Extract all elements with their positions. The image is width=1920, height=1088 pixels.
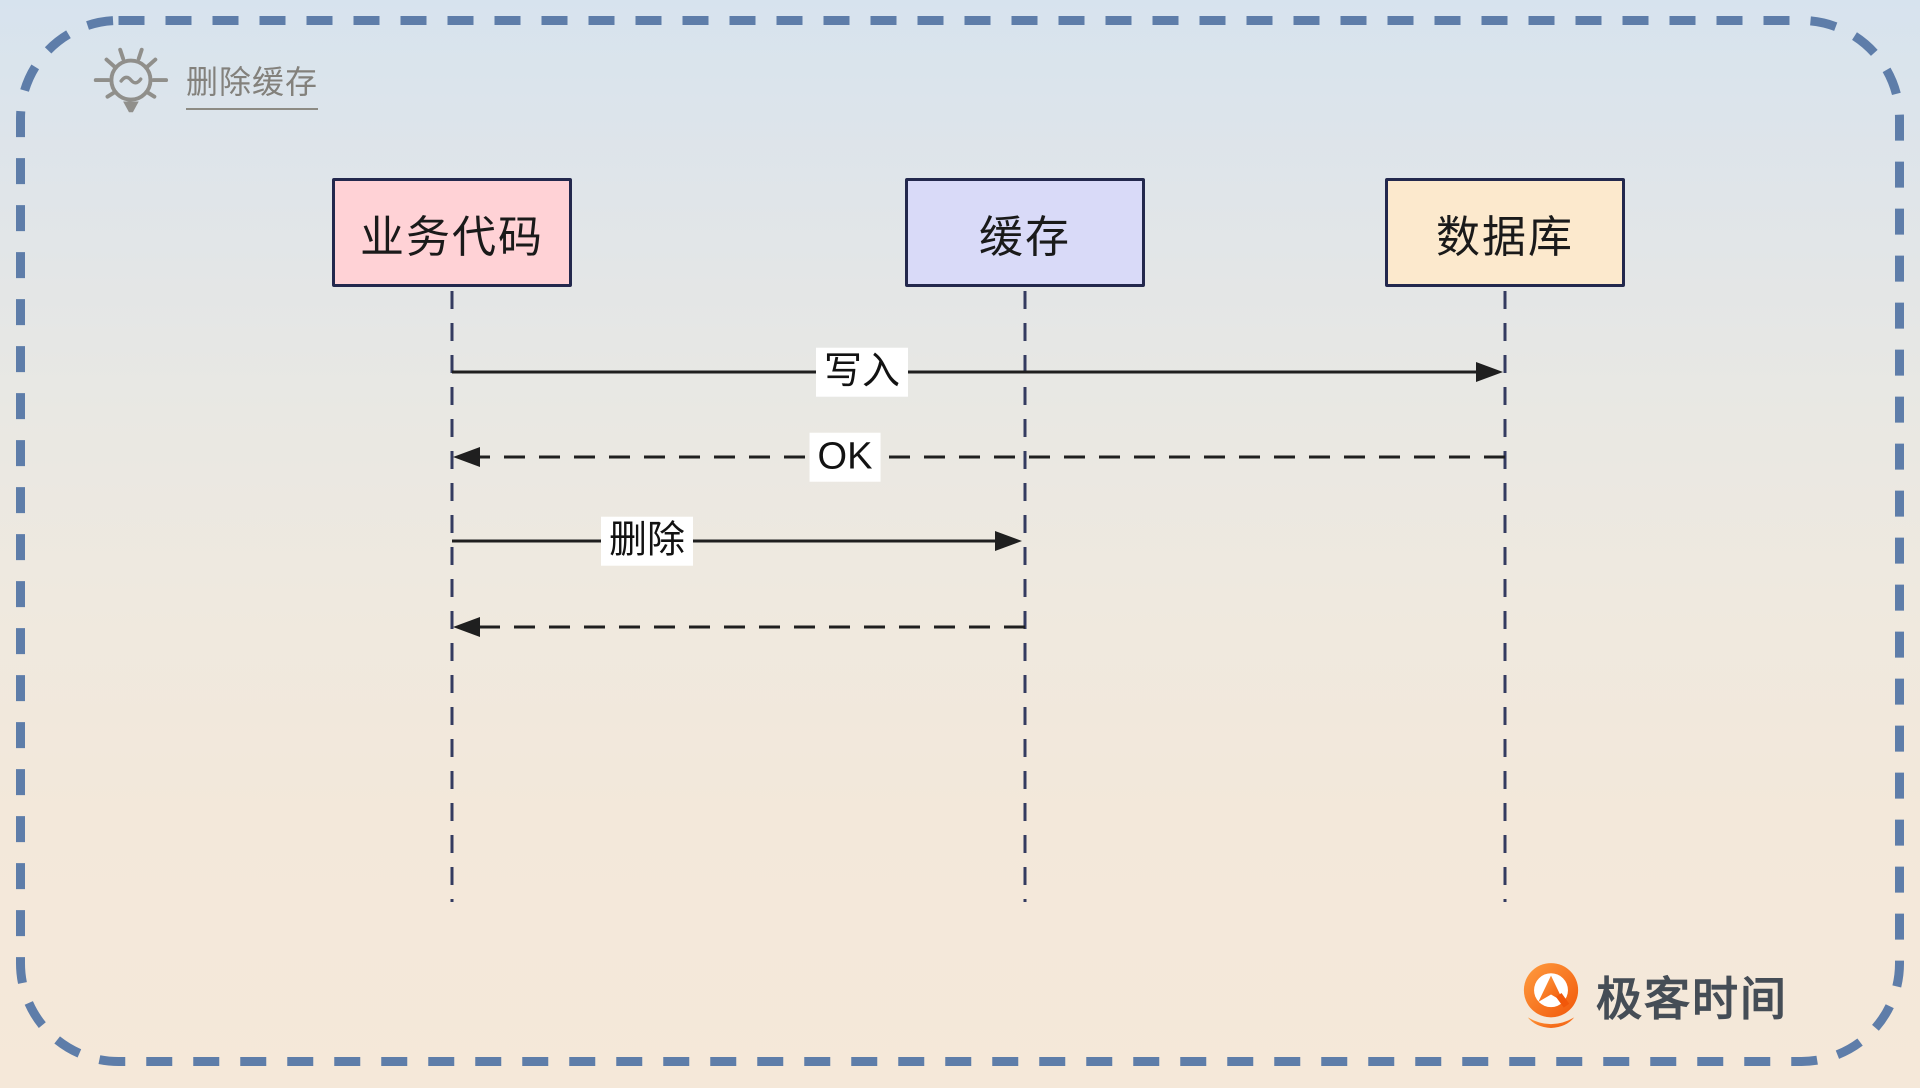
geektime-logo-text: 极客时间 xyxy=(1596,973,1788,1025)
actor-cache: 缓存 xyxy=(905,178,1145,287)
dashed-border xyxy=(16,16,1904,1066)
message-delete-arrow xyxy=(452,531,1022,551)
actor-label: 数据库 xyxy=(1436,212,1574,262)
lightbulb-icon xyxy=(93,47,169,113)
geektime-logo: 极客时间 xyxy=(1520,960,1788,1032)
actor-label: 缓存 xyxy=(979,212,1071,262)
actor-business-code: 业务代码 xyxy=(332,178,572,287)
message-label-ok: OK xyxy=(809,432,881,482)
diagram-header: 删除缓存 xyxy=(86,44,319,122)
message-label-delete: 删除 xyxy=(600,516,694,566)
geektime-logo-icon xyxy=(1523,963,1579,1028)
diagram-title: 删除缓存 xyxy=(186,57,319,110)
message-write-arrow xyxy=(452,362,1503,382)
message-label-write: 写入 xyxy=(815,347,909,397)
actor-database: 数据库 xyxy=(1385,178,1625,287)
message-return-arrow xyxy=(453,617,1025,637)
message-ok-arrow xyxy=(453,447,1505,467)
actor-label: 业务代码 xyxy=(360,212,544,262)
